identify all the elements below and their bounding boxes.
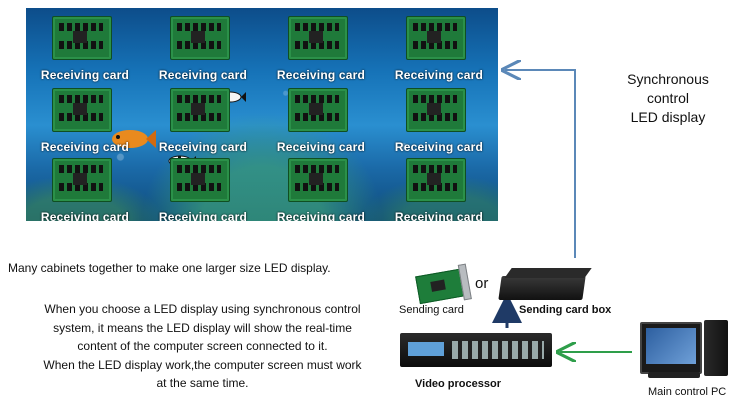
receiving-card-label: Receiving card [394,140,484,154]
receiving-card-label: Receiving card [276,68,366,82]
receiving-card-cell: Receiving card [262,86,380,156]
receiving-card-board [406,158,466,202]
receiving-card-board [52,16,112,60]
box-top [504,268,592,278]
receiving-card-cell: Receiving card [380,86,498,156]
receiving-card-board [52,158,112,202]
receiving-card-cell: Receiving card [26,156,144,221]
receiving-card-board [170,16,230,60]
receiving-card-label: Receiving card [394,68,484,82]
sending-card-box-image [498,268,592,300]
or-label: or [475,275,489,292]
arrow-to-display [505,70,576,258]
processor-screen [408,342,444,356]
receiving-card-cell: Receiving card [144,86,262,156]
description-line: When the LED display work,the computer s… [43,357,362,372]
receiving-card-cell: Receiving card [144,156,262,221]
description-line: Many cabinets together to make one large… [8,261,331,275]
main-pc-label: Main control PC [648,386,727,398]
receiving-card-cell: Receiving card [144,14,262,84]
led-display-wall: Receiving card Receiving card Receiving … [26,8,498,221]
receiving-card-cell: Receiving card [262,14,380,84]
receiving-card-board [288,88,348,132]
receiving-card-board [170,158,230,202]
description-line: When you choose a LED display using sync… [44,302,361,316]
processor-buttons [452,341,544,359]
receiving-card-label: Receiving card [158,68,248,82]
sending-card-label: Sending card [399,304,464,316]
monitor-screen [646,328,696,364]
receiving-card-cell: Receiving card [26,14,144,84]
receiving-card-board [52,88,112,132]
orange-fish-icon [112,130,156,148]
description-line: system, it means the LED display will sh… [53,320,352,335]
sync-label-line: LED display [630,109,706,125]
receiving-card-label: Receiving card [40,210,130,221]
description-line: content of the computer screen connected… [77,339,328,353]
receiving-card-cell: Receiving card [380,14,498,84]
sync-control-label: Synchronous control LED display [600,70,736,127]
receiving-card-cell: Receiving card [26,86,144,156]
receiving-card-label: Receiving card [40,68,130,82]
receiving-card-board [288,158,348,202]
sending-card-box-label: Sending card box [519,304,612,316]
receiving-card-label: Receiving card [276,140,366,154]
description-line: at the same time. [156,376,249,390]
sync-label-line: control [646,90,690,106]
receiving-card-board [288,16,348,60]
description-paragraph: When you choose a LED display using sync… [10,300,395,393]
keyboard-icon [648,372,700,378]
monitor-icon [640,322,702,374]
sync-label-line: Synchronous [627,71,709,87]
receiving-card-board [170,88,230,132]
pc-tower-icon [704,320,728,376]
video-processor-label: Video processor [415,378,501,390]
receiving-card-cell: Receiving card [262,156,380,221]
receiving-card-board [406,88,466,132]
receiving-card-label: Receiving card [394,210,484,221]
receiving-card-label: Receiving card [40,140,130,154]
receiving-card-label: Receiving card [158,140,248,154]
receiving-card-label: Receiving card [276,210,366,221]
receiving-card-cell: Receiving card [380,156,498,221]
receiving-card-label: Receiving card [158,210,248,221]
video-processor-image [400,333,552,367]
receiving-card-board [406,16,466,60]
